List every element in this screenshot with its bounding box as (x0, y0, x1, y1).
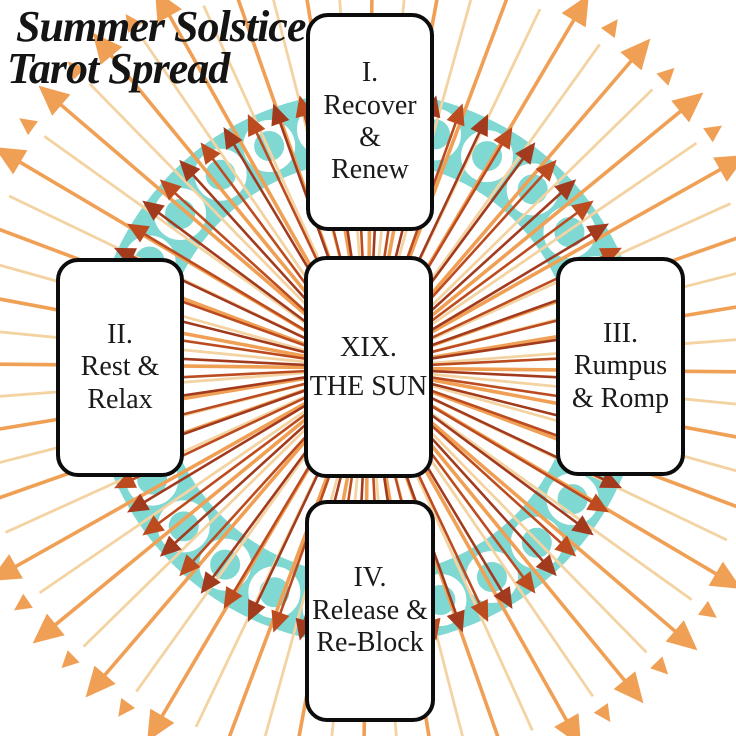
card-numeral: XIX. (340, 331, 397, 363)
tarot-card-position-1: I. Recover & Renew (306, 13, 434, 231)
card-text: III. Rumpus & Romp (572, 318, 669, 415)
card-numeral: IV. (353, 562, 387, 594)
card-numeral: I. (361, 57, 379, 89)
page-title-line1: Summer Solstice (16, 2, 306, 51)
card-title-line: Relax (87, 383, 153, 415)
tarot-card-position-2: II. Rest & Relax (56, 258, 184, 477)
tarot-card-position-4: IV. Release & Re-Block (305, 500, 435, 722)
card-numeral: II. (107, 318, 133, 350)
card-title-line: Recover & (323, 89, 417, 153)
card-title-line: Rumpus (573, 350, 668, 382)
page-title-line2: Tarot Spread (7, 43, 230, 93)
card-text: XIX. THE SUN (310, 328, 427, 406)
card-title-line: THE SUN (309, 371, 428, 402)
card-title-line: Release & (312, 594, 428, 626)
page-title: Summer Solstice Tarot Spread (7, 2, 306, 93)
card-title-line: Re-Block (316, 627, 424, 659)
card-title-line: Rest & (80, 351, 160, 383)
card-title-line: & Romp (571, 382, 670, 414)
card-text: IV. Release & Re-Block (312, 562, 428, 659)
card-title-line: Renew (331, 154, 409, 186)
card-text: I. Recover & Renew (310, 57, 430, 187)
card-numeral: III. (603, 317, 638, 349)
tarot-card-center-sun: XIX. THE SUN (304, 256, 433, 478)
card-text: II. Rest & Relax (81, 319, 160, 416)
tarot-card-position-3: III. Rumpus & Romp (556, 257, 685, 476)
